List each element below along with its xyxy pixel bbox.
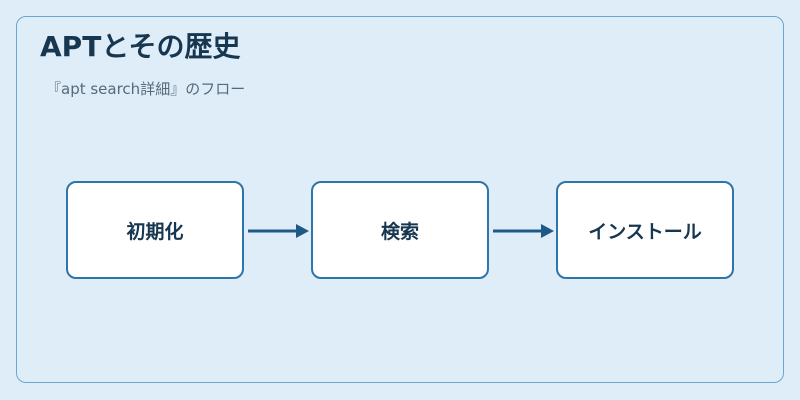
- step-label-search: 検索: [380, 220, 419, 243]
- step-box-initialize: 初期化: [66, 181, 244, 279]
- arrow-right-icon: [248, 224, 309, 238]
- step-box-search: 検索: [311, 181, 489, 279]
- arrow-right-icon: [493, 224, 554, 238]
- diagram-title: APTとその歴史: [40, 30, 241, 63]
- step-label-initialize: 初期化: [126, 220, 184, 243]
- diagram-subtitle: 『apt search詳細』のフロー: [46, 80, 246, 98]
- step-box-install: インストール: [556, 181, 734, 279]
- step-label-install: インストール: [588, 220, 702, 243]
